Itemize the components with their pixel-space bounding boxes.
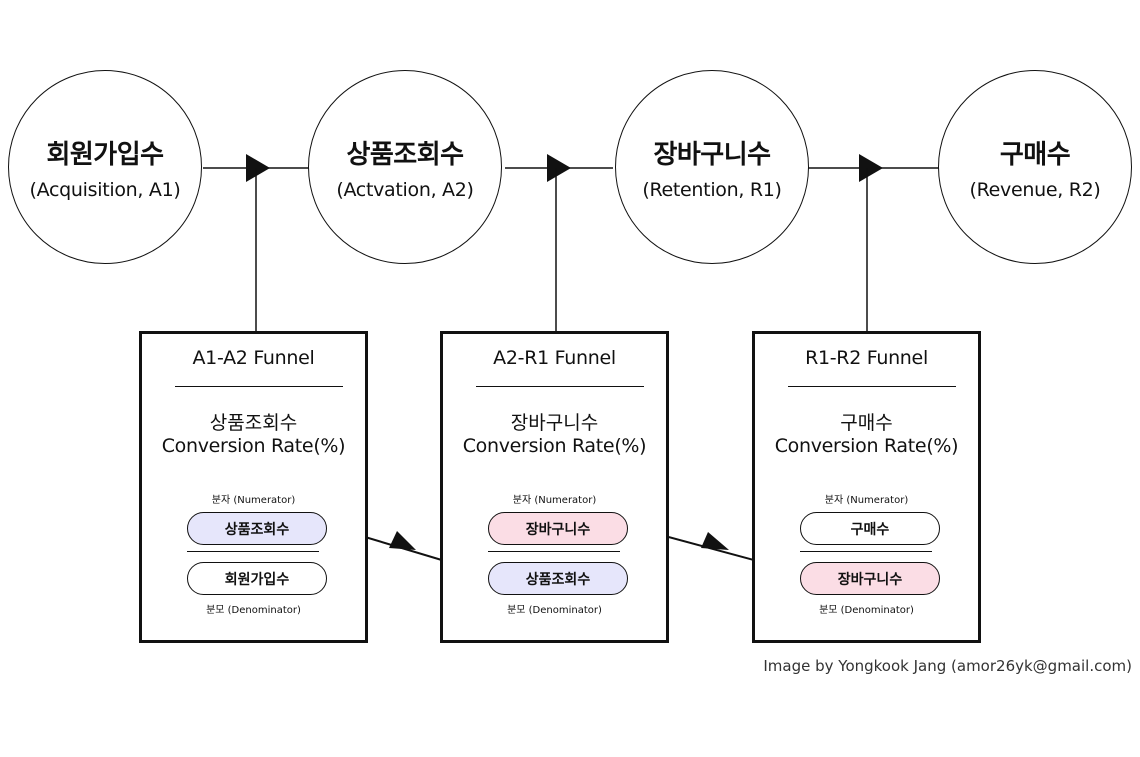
stage-code: (Acquisition, A1) [29, 178, 181, 201]
numerator-pill: 구매수 [800, 512, 940, 545]
denominator-caption: 분모 (Denominator) [819, 605, 914, 616]
metric-label: Conversion Rate(%) [774, 435, 959, 457]
stage-circle-activation: 상품조회수 (Actvation, A2) [308, 70, 502, 264]
numerator-caption: 분자 (Numerator) [824, 495, 909, 506]
numerator-caption: 분자 (Numerator) [211, 495, 296, 506]
stage-circle-acquisition: 회원가입수 (Acquisition, A1) [8, 70, 202, 264]
stage-circle-revenue: 구매수 (Revenue, R2) [938, 70, 1132, 264]
metric-name: 상품조회수 [209, 412, 298, 434]
denominator-pill: 회원가입수 [187, 562, 327, 595]
denominator-caption: 분모 (Denominator) [507, 605, 602, 616]
funnel-title: A2-R1 Funnel [493, 347, 616, 369]
arrow-right-icon [547, 154, 571, 182]
funnel-title: A1-A2 Funnel [192, 347, 315, 369]
stage-name: 구매수 [999, 139, 1071, 170]
arrow-right-icon [246, 154, 270, 182]
arrow-diagonal-icon [701, 532, 729, 550]
stage-name: 장바구니수 [653, 139, 771, 170]
stage-circle-retention: 장바구니수 (Retention, R1) [615, 70, 809, 264]
metric-name: 구매수 [840, 412, 893, 434]
stage-code: (Revenue, R2) [969, 178, 1101, 201]
denominator-pill: 장바구니수 [800, 562, 940, 595]
funnel-box-a2-r1: A2-R1 Funnel 장바구니수 Conversion Rate(%) 분자… [440, 331, 669, 643]
arrow-diagonal-icon [389, 531, 416, 550]
stage-name: 상품조회수 [346, 139, 464, 170]
funnel-box-r1-r2: R1-R2 Funnel 구매수 Conversion Rate(%) 분자 (… [752, 331, 981, 643]
fraction-divider [488, 551, 620, 552]
metric-label: Conversion Rate(%) [161, 435, 346, 457]
denominator-pill: 상품조회수 [488, 562, 628, 595]
funnel-box-a1-a2: A1-A2 Funnel 상품조회수 Conversion Rate(%) 분자… [139, 331, 368, 643]
divider [476, 386, 644, 387]
fraction-divider [187, 551, 319, 552]
stage-name: 회원가입수 [46, 139, 164, 170]
denominator-caption: 분모 (Denominator) [206, 605, 301, 616]
divider [175, 386, 343, 387]
numerator-pill: 장바구니수 [488, 512, 628, 545]
arrow-right-icon [859, 154, 883, 182]
numerator-caption: 분자 (Numerator) [512, 495, 597, 506]
stage-code: (Actvation, A2) [336, 178, 474, 201]
stage-code: (Retention, R1) [642, 178, 782, 201]
metric-name: 장바구니수 [510, 412, 599, 434]
divider [788, 386, 956, 387]
fraction-divider [800, 551, 932, 552]
image-credit: Image by Yongkook Jang (amor26yk@gmail.c… [763, 657, 1132, 675]
metric-label: Conversion Rate(%) [462, 435, 647, 457]
funnel-title: R1-R2 Funnel [805, 347, 928, 369]
numerator-pill: 상품조회수 [187, 512, 327, 545]
